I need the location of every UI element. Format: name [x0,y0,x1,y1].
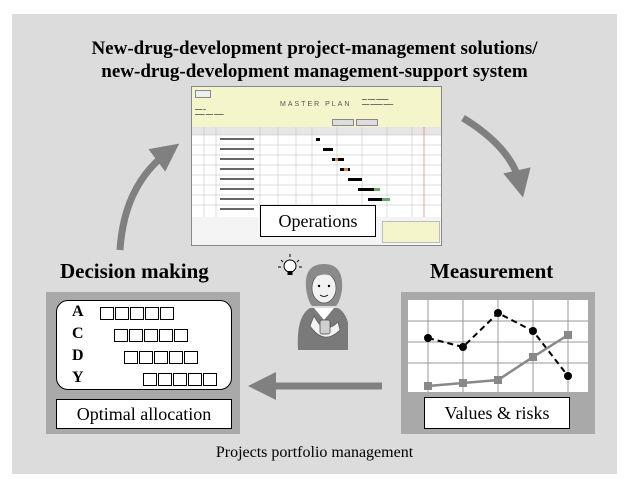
title-line-2: new-drug-development management-support … [101,61,528,82]
screenshot-title: MASTER PLAN [280,101,352,108]
allocation-bar-d [124,351,199,364]
optimal-allocation-label: Optimal allocation [56,399,232,429]
lightbulb-icon [278,254,302,275]
allocation-bar-c [114,329,189,342]
screenshot-button-1 [332,119,354,126]
project-label-y: Y [72,369,84,386]
screenshot-back-button [195,90,211,98]
operations-label: Operations [260,205,376,237]
project-label-d: D [72,347,84,364]
value-points [424,331,572,390]
decision-heading: Decision making [60,259,209,283]
footer-caption: Projects portfolio management [215,444,414,461]
allocation-bar-y [143,373,218,386]
master-plan-screenshot: ━━━ ━━━━━ ━━━ ━━━━ MASTER PLAN ━━ ━━━ ━━… [191,86,442,246]
screenshot-header: ━━━ ━━━━━ ━━━ ━━━━ MASTER PLAN ━━ ━━━ ━━… [192,87,441,127]
risk-points [424,309,572,380]
measurement-heading: Measurement [430,259,554,283]
person-icon [278,254,348,350]
screenshot-button-2 [356,119,378,126]
screenshot-note [382,221,440,243]
project-label-a: A [72,303,84,320]
allocation-bar-a [100,307,175,320]
values-risks-label: Values & risks [424,397,570,429]
gantt-chart [192,127,441,217]
values-risks-graph [408,300,588,392]
screenshot-meta: ━━ ━━━ ━━━━━━━━ ━━━━━ ━━━━ [362,97,394,107]
screenshot-project-info: ━━━ ━━━━━ ━━━ ━━━━ [195,107,224,117]
project-label-c: C [72,325,84,342]
title-line-1: New-drug-development project-management … [91,38,538,59]
